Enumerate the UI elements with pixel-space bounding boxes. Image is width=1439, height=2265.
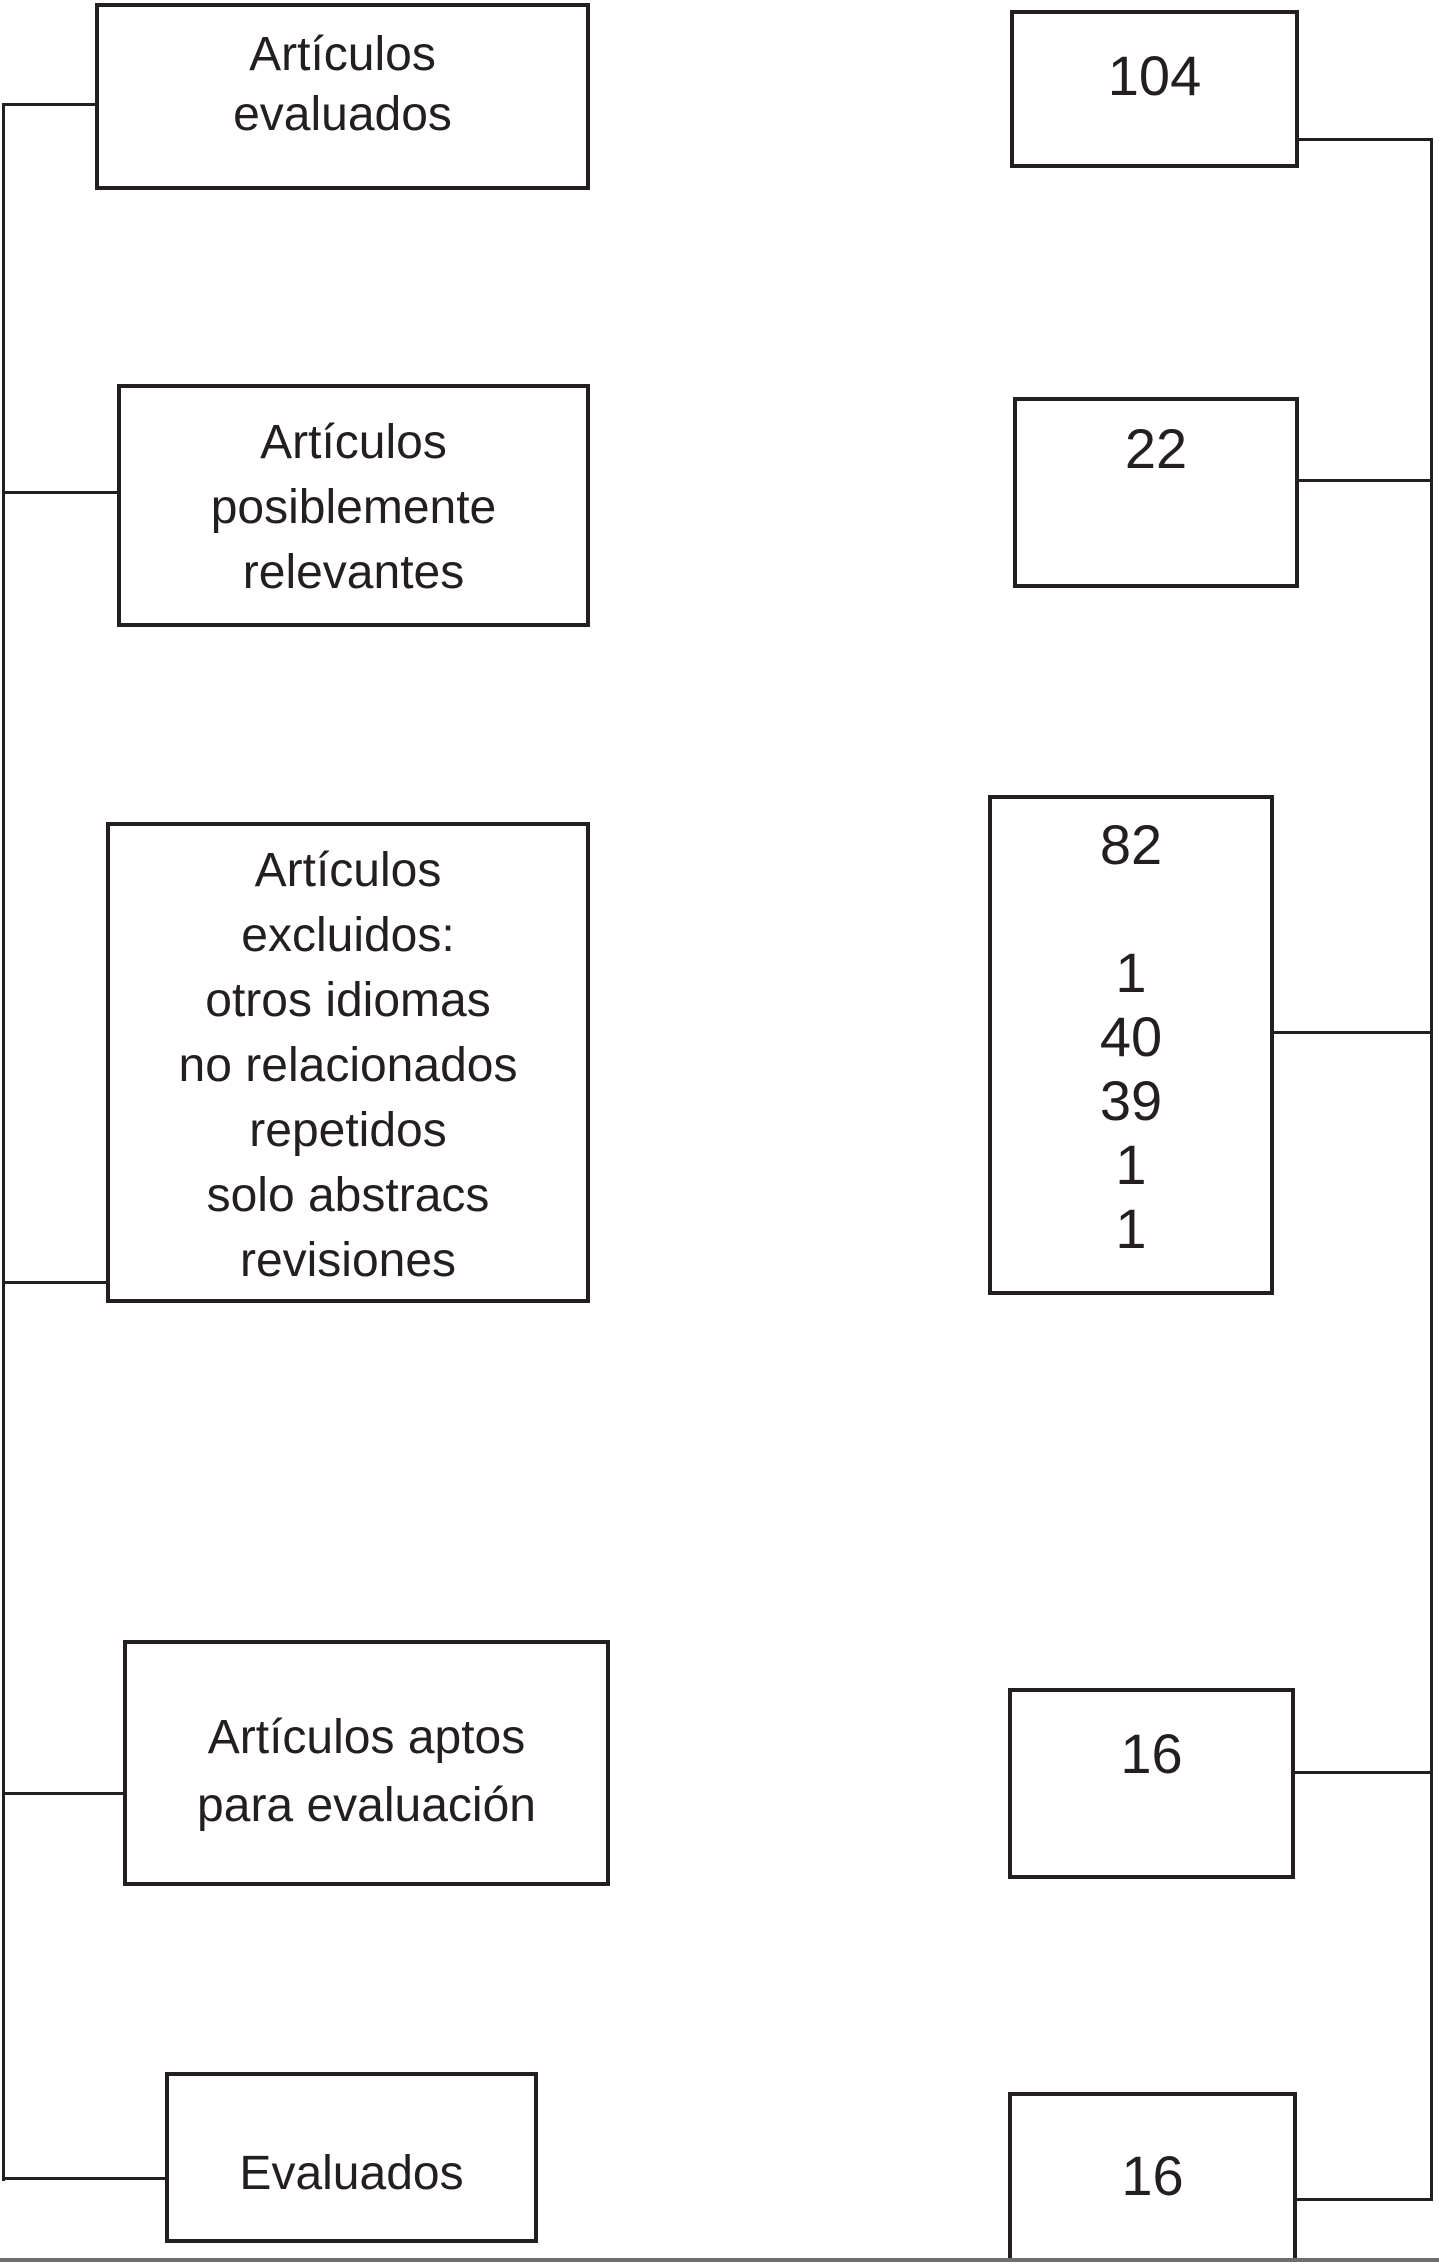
connector-left-row4	[2, 1792, 128, 1795]
connector-right-row2	[1299, 479, 1433, 482]
box-line: evaluados	[233, 88, 452, 141]
connector-left-row2	[2, 491, 122, 494]
count-box-excluidos-breakdown: 82 1 40 39 1 1	[988, 795, 1274, 1295]
box-line: solo abstracs	[206, 1169, 490, 1222]
count-value: 22	[1124, 417, 1188, 480]
count-value: 82	[1099, 813, 1163, 876]
connector-right-row4	[1295, 1771, 1433, 1774]
count-box-posiblemente-relevantes: 22	[1013, 397, 1299, 588]
box-articulos-evaluados: Artículos evaluados	[95, 3, 590, 190]
count-spacer	[992, 877, 1270, 941]
count-box-aptos-para-evaluacion: 16	[1008, 1688, 1295, 1879]
box-line: Artículos aptos	[207, 1711, 526, 1764]
count-value: 40	[1099, 1005, 1163, 1068]
box-line: relevantes	[242, 546, 465, 599]
count-value: 104	[1107, 44, 1202, 107]
right-rail-line	[1430, 138, 1433, 2201]
left-rail-line	[2, 103, 5, 2181]
box-line: Artículos	[254, 844, 442, 897]
box-line: Artículos	[260, 416, 447, 469]
count-value: 1	[1115, 1133, 1147, 1196]
box-line: revisiones	[239, 1234, 457, 1287]
box-line: excluidos:	[241, 909, 455, 962]
connector-left-row3	[2, 1281, 110, 1284]
box-line: para evaluación	[197, 1779, 536, 1832]
connector-right-row5	[1297, 2198, 1433, 2201]
connector-left-row1	[2, 103, 102, 106]
box-line: repetidos	[249, 1104, 447, 1157]
box-evaluados: Evaluados	[165, 2072, 538, 2243]
count-value: 1	[1115, 1197, 1147, 1260]
connector-left-row5	[2, 2177, 170, 2180]
box-articulos-posiblemente-relevantes: Artículos posiblemente relevantes	[117, 384, 590, 627]
count-value: 39	[1099, 1069, 1163, 1132]
scan-edge-artifact	[0, 2258, 1439, 2262]
connector-right-row1	[1299, 138, 1433, 141]
count-value: 1	[1115, 941, 1147, 1004]
box-line: Evaluados	[239, 2147, 464, 2200]
count-box-articulos-evaluados: 104	[1010, 10, 1299, 168]
box-line: posiblemente	[210, 481, 497, 534]
count-box-evaluados: 16	[1008, 2092, 1297, 2262]
box-line: Artículos	[249, 28, 436, 81]
count-value: 16	[1120, 1722, 1183, 1785]
box-line: no relacionados	[178, 1039, 518, 1092]
box-articulos-aptos-para-evaluacion: Artículos aptos para evaluación	[123, 1640, 610, 1886]
box-line: otros idiomas	[205, 974, 491, 1027]
count-value: 16	[1121, 2144, 1184, 2207]
box-articulos-excluidos: Artículos excluidos: otros idiomas no re…	[106, 822, 590, 1303]
connector-right-row3	[1274, 1031, 1433, 1034]
